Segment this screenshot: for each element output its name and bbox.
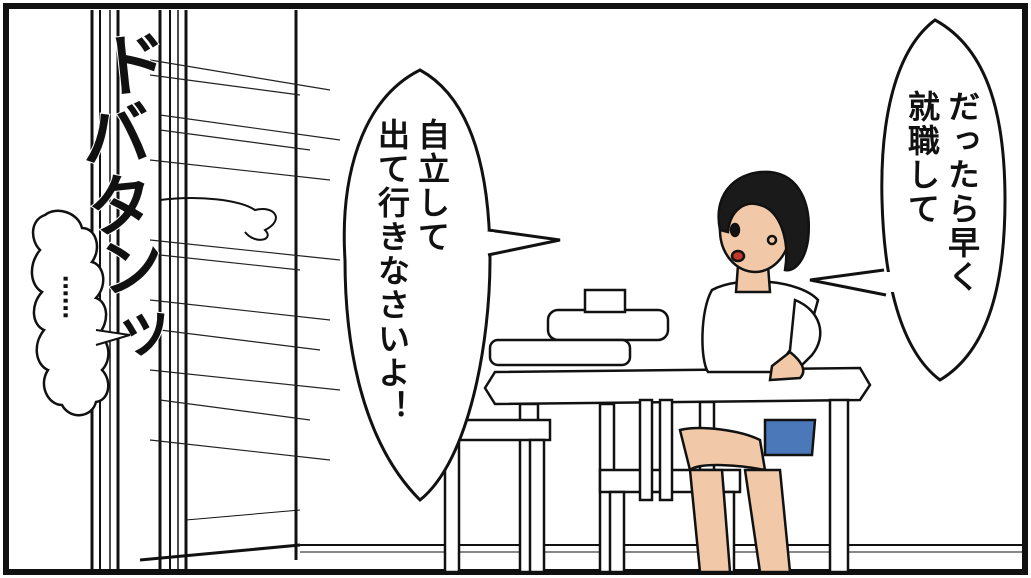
speech-center-line-2: 出て行きなさいよ！ xyxy=(373,118,411,424)
speech-right-line-1: だったら早く xyxy=(943,90,981,294)
speech-bubble-center: 自立して 出て行きなさいよ！ xyxy=(342,68,561,503)
sfx-char-1: ド xyxy=(96,23,172,109)
woman-character xyxy=(678,170,822,574)
sfx-char-5: ッ xyxy=(109,289,180,368)
thought-text: …… xyxy=(58,275,83,319)
speed-lines xyxy=(149,59,341,461)
thought-bubble-left: …… xyxy=(30,209,131,417)
sound-effect: ド バ タ ン ッ xyxy=(78,22,181,370)
door-frame xyxy=(90,10,301,572)
speech-right-line-2: 就職して xyxy=(903,90,941,226)
room-background xyxy=(300,544,1025,553)
speech-bubble-right: だったら早く 就職して xyxy=(809,18,1007,382)
sfx-char-3: タ xyxy=(84,165,158,248)
sfx-char-4: ン xyxy=(95,226,169,308)
motion-swirl xyxy=(159,197,277,241)
speech-center-line-1: 自立して xyxy=(413,118,451,254)
sfx-char-2: バ xyxy=(79,95,152,179)
